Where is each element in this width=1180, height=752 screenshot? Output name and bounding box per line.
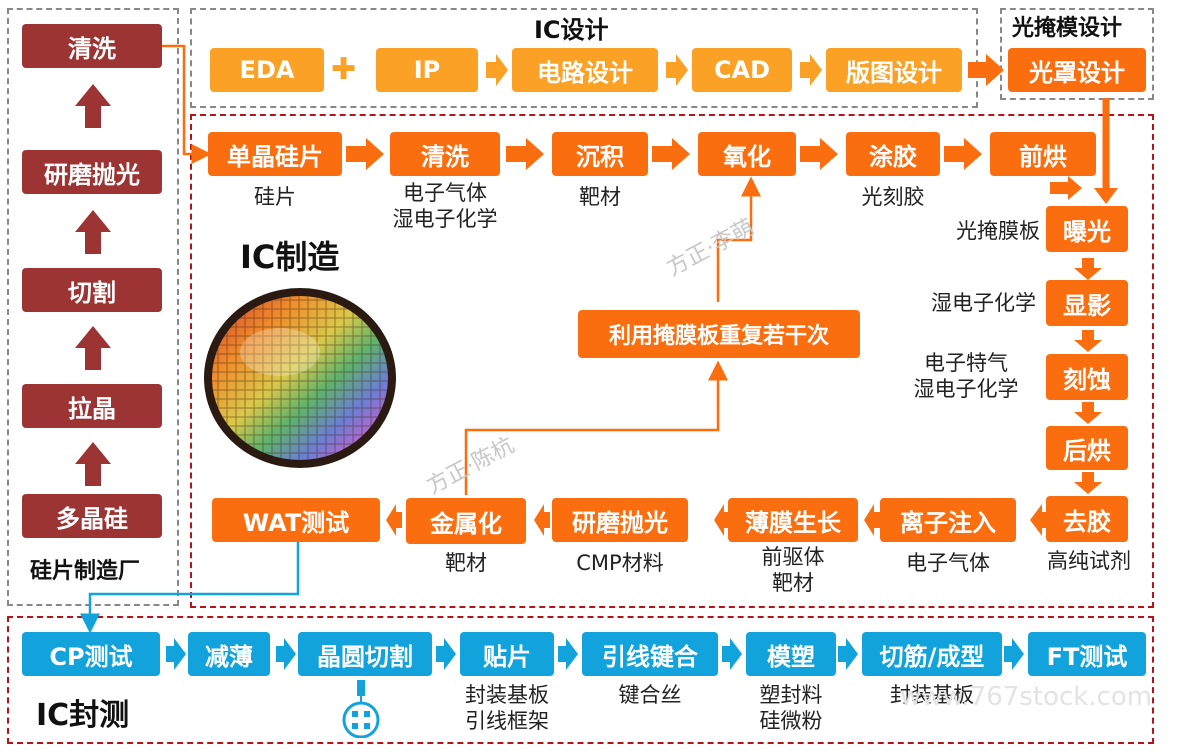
fab-step-film-growth: 薄膜生长 (728, 498, 858, 542)
material-label: 前驱体 靶材 (761, 545, 825, 595)
fab-step-developing: 显影 (1046, 280, 1128, 326)
fab-step-cleaning: 清洗 (390, 132, 500, 176)
material-label: 湿电子化学 (931, 291, 1036, 315)
design-step-layout: 版图设计 (826, 48, 962, 92)
material-label: 高纯试剂 (1047, 549, 1131, 573)
wafer-fab-region (7, 8, 179, 606)
fab-step-etching: 刻蚀 (1046, 354, 1128, 400)
fab-step-wat-test: WAT测试 (212, 498, 380, 542)
fab-step-exposure: 曝光 (1046, 206, 1128, 252)
material-label: 靶材 (579, 185, 621, 209)
ic-design-title: IC设计 (534, 16, 609, 44)
fab-step-deposition: 沉积 (552, 132, 648, 176)
wafer-image (204, 288, 396, 468)
fab-step-single-crystal-wafer: 单晶硅片 (208, 132, 342, 176)
repeat-with-mask-box: 利用掩膜板重复若干次 (578, 310, 860, 358)
design-step-cad: CAD (692, 48, 792, 92)
plus-icon: ✚ (331, 52, 357, 87)
wafer-step-crystal-pulling: 拉晶 (22, 384, 162, 428)
fab-step-prebake: 前烘 (990, 132, 1096, 176)
ic-packaging-title: IC封测 (36, 698, 130, 733)
pkg-step-die-attach: 贴片 (460, 632, 554, 676)
pkg-step-ft-test: FT测试 (1028, 632, 1146, 676)
ic-manufacturing-title: IC制造 (240, 238, 340, 276)
mask-step-photomask: 光罩设计 (1008, 48, 1146, 92)
fab-step-oxidation: 氧化 (698, 132, 796, 176)
material-label: 塑封料 硅微粉 (759, 683, 823, 733)
ic-packaging-region (7, 616, 1154, 744)
material-label: 光刻胶 (861, 185, 925, 209)
wafer-dicing-icon (342, 680, 380, 738)
wafer-step-cleaning: 清洗 (22, 24, 162, 68)
material-label: 封装基板 (890, 683, 974, 707)
pkg-step-molding: 模塑 (746, 632, 836, 676)
ic-design-region (190, 8, 978, 108)
design-step-eda: EDA (210, 48, 324, 92)
fab-step-metallization: 金属化 (406, 498, 526, 544)
material-label: 电子气体 湿电子化学 (392, 181, 498, 231)
wafer-fab-title: 硅片制造厂 (30, 559, 141, 584)
material-label: CMP材料 (576, 551, 664, 575)
material-label: 电子气体 (906, 551, 990, 575)
material-label: 硅片 (254, 185, 296, 209)
fab-step-ion-implantation: 离子注入 (880, 498, 1016, 542)
fab-step-postbake: 后烘 (1046, 426, 1128, 470)
material-label: 键合丝 (618, 683, 682, 707)
design-step-circuit: 电路设计 (512, 48, 658, 92)
fab-step-cmp: 研磨抛光 (552, 498, 688, 542)
pkg-step-wafer-dicing: 晶圆切割 (298, 632, 432, 676)
mask-design-region (1000, 8, 1154, 100)
pkg-step-thinning: 减薄 (188, 632, 270, 676)
fab-step-stripping: 去胶 (1046, 496, 1128, 542)
pkg-step-wire-bonding: 引线键合 (582, 632, 718, 676)
material-label: 靶材 (445, 551, 487, 575)
pkg-step-cp-test: CP测试 (22, 632, 160, 676)
ic-manufacturing-region (190, 114, 1154, 608)
mask-design-title: 光掩模设计 (1012, 16, 1123, 41)
fab-step-coating: 涂胶 (846, 132, 940, 176)
wafer-step-cutting: 切割 (22, 268, 162, 312)
watermark: www.767stock.com (900, 682, 1153, 712)
wafer-step-polishing: 研磨抛光 (22, 150, 162, 194)
material-label: 电子特气 湿电子化学 (913, 351, 1019, 401)
design-step-ip: IP (376, 48, 478, 92)
material-label: 光掩膜板 (956, 219, 1040, 243)
wafer-step-polysilicon: 多晶硅 (22, 494, 162, 538)
material-label: 封装基板 引线框架 (465, 683, 549, 733)
pkg-step-trim-form: 切筋/成型 (862, 632, 1002, 676)
